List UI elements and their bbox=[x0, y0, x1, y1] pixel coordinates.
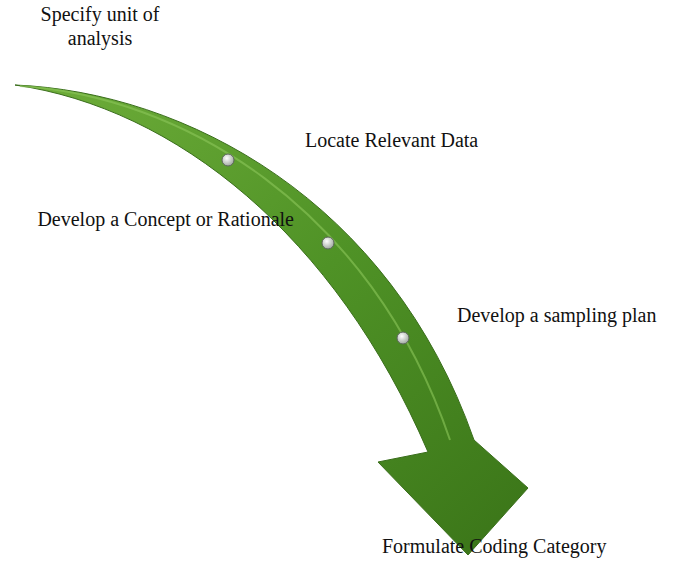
step-label: Develop a Concept or Rationale bbox=[12, 207, 294, 231]
step-dot bbox=[222, 154, 234, 166]
step-dot bbox=[322, 237, 334, 249]
step-label: Formulate Coding Category bbox=[382, 534, 606, 558]
step-label: Develop a sampling plan bbox=[457, 303, 695, 327]
step-label: Locate Relevant Data bbox=[305, 128, 478, 152]
step-label: Specify unit of analysis bbox=[8, 2, 192, 50]
green-arrow bbox=[15, 85, 528, 555]
step-dot bbox=[397, 332, 409, 344]
